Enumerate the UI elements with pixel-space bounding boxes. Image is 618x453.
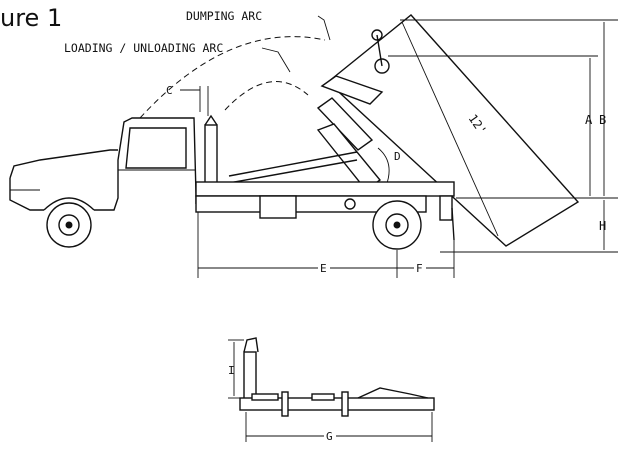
hook-arm-top xyxy=(320,75,384,105)
hoist-detail-1 xyxy=(251,393,279,401)
label-f: F xyxy=(416,262,423,275)
tool-box xyxy=(259,195,297,219)
front-fender xyxy=(43,197,95,211)
label-g-bg xyxy=(324,430,336,442)
loading-arc xyxy=(224,81,309,111)
sub-frame xyxy=(195,195,427,213)
label-g: G xyxy=(326,430,333,443)
figure-title: ure 1 xyxy=(0,4,63,32)
hydraulic-cylinder xyxy=(228,151,358,177)
rear-stabilizer-leg xyxy=(451,207,455,241)
hoist-detail-4 xyxy=(341,391,349,417)
hook-link xyxy=(376,34,383,67)
chassis-frame xyxy=(195,181,455,197)
loading-arc-label: LOADING / UNLOADING ARC xyxy=(64,41,223,55)
label-a: A xyxy=(585,113,593,127)
hoist-hook xyxy=(243,337,259,353)
label-d: D xyxy=(394,150,401,163)
hoist-detail-2 xyxy=(281,391,289,417)
label-i: I xyxy=(228,364,235,377)
label-e-bg xyxy=(318,262,330,274)
rear-wheel-center xyxy=(393,221,401,229)
frame-fitting xyxy=(344,198,356,210)
dumping-arc xyxy=(139,36,326,119)
truck-hood xyxy=(9,149,118,179)
container-inner-line xyxy=(401,21,499,237)
dumping-arc-leader xyxy=(317,15,331,41)
label-e: E xyxy=(320,262,327,275)
container-body xyxy=(326,14,580,247)
hydraulic-cylinder-2 xyxy=(228,159,358,184)
headache-rack xyxy=(204,124,218,188)
label-c: C xyxy=(166,84,173,97)
cab-window xyxy=(125,127,187,169)
label-h: H xyxy=(599,219,606,233)
loading-arc-leader xyxy=(261,47,291,73)
hoist-linkage xyxy=(357,387,429,399)
front-wheel-center xyxy=(65,221,73,229)
hoist-detail-3 xyxy=(311,393,335,401)
truck-cab-outline xyxy=(9,117,197,211)
hook-arm-lower xyxy=(316,123,382,191)
headache-rack-top xyxy=(204,114,218,126)
dumping-arc-label: DUMPING ARC xyxy=(186,9,262,23)
rear-stabilizer xyxy=(439,195,453,221)
label-f-bg xyxy=(414,262,426,274)
label-b: B xyxy=(599,113,606,127)
